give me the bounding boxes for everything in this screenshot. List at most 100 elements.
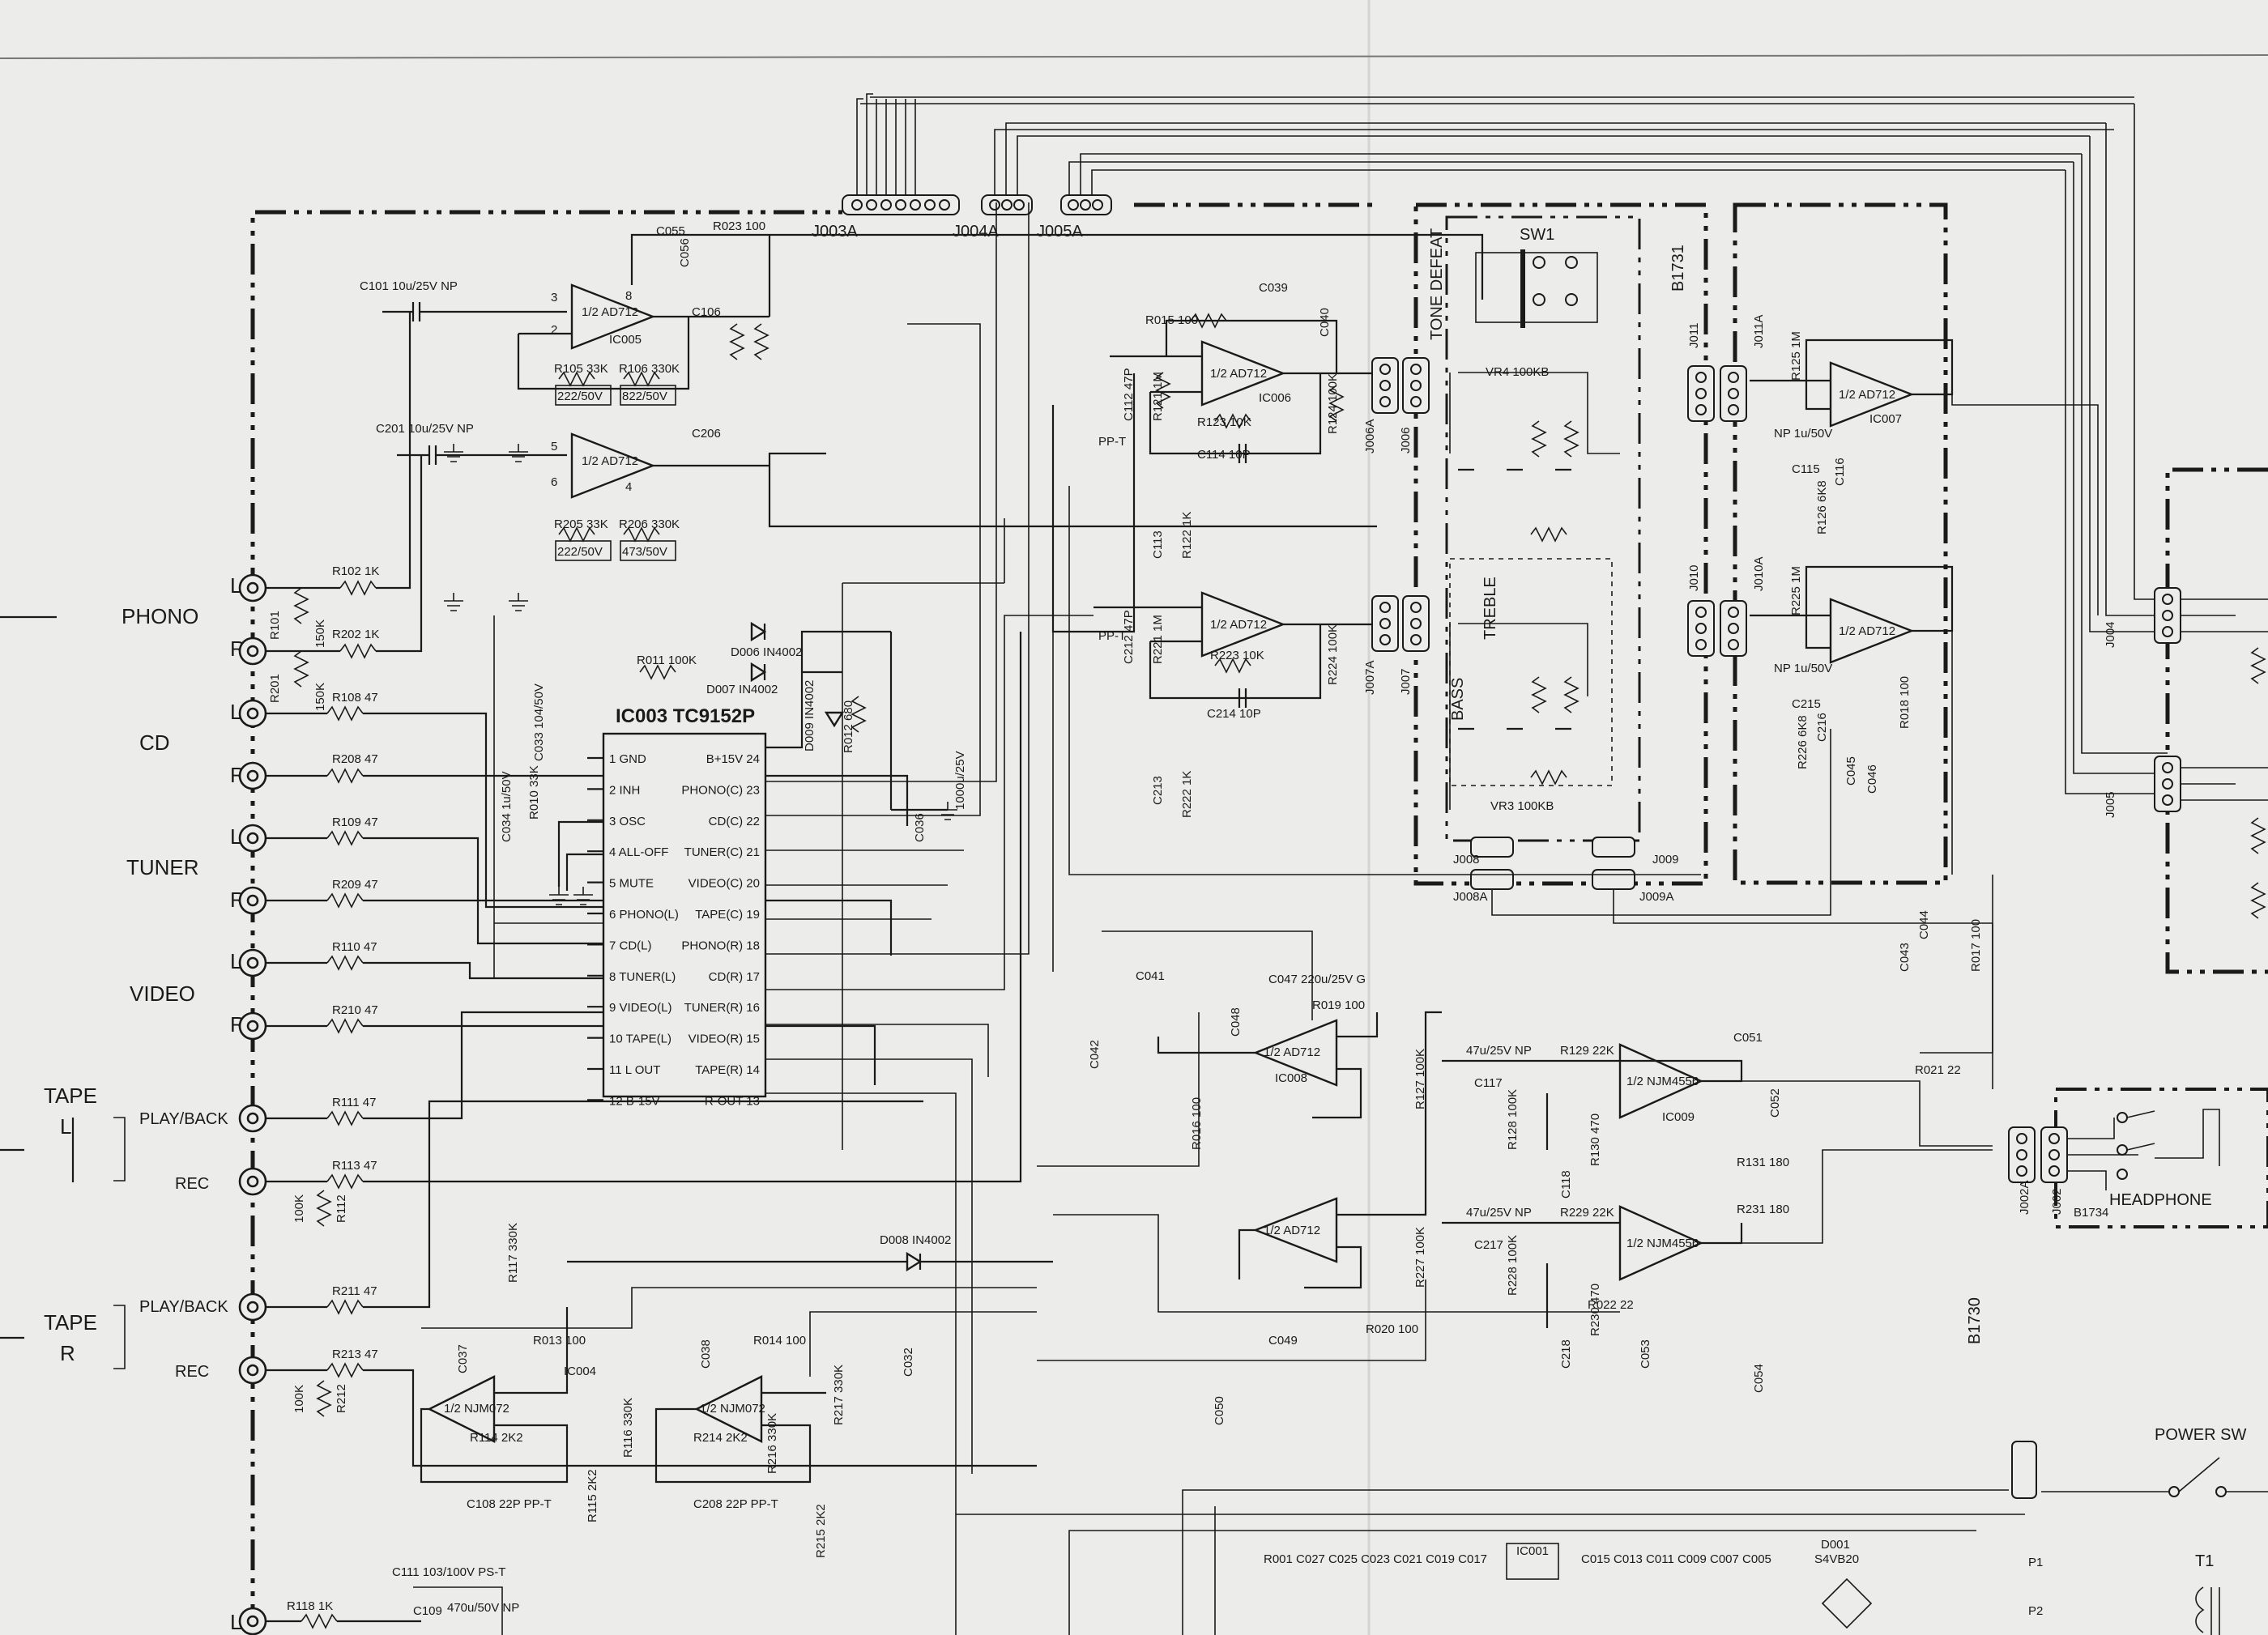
svg-text:J010: J010 (1687, 564, 1701, 591)
svg-text:R124 100K: R124 100K (1326, 373, 1340, 434)
svg-text:R012 680: R012 680 (842, 700, 855, 753)
svg-text:1/2 AD712: 1/2 AD712 (582, 454, 638, 468)
svg-text:C208 22P PP-T: C208 22P PP-T (693, 1497, 778, 1511)
svg-text:1/2 NJM4556: 1/2 NJM4556 (1626, 1237, 1699, 1250)
svg-text:R215 2K2: R215 2K2 (814, 1504, 828, 1558)
svg-text:47u/25V NP: 47u/25V NP (1466, 1206, 1532, 1220)
svg-text:C213: C213 (1151, 776, 1165, 805)
svg-text:C032: C032 (902, 1348, 915, 1377)
jack-phono-r (238, 637, 267, 666)
svg-text:R202 1K: R202 1K (332, 628, 379, 641)
ic003-pin-right: PHONO(R) 18 (681, 939, 760, 952)
svg-text:C109: C109 (413, 1604, 442, 1618)
ic003-pin-left: 8 TUNER(L) (609, 970, 676, 984)
svg-text:P1: P1 (2028, 1556, 2043, 1569)
svg-text:473/50V: 473/50V (622, 545, 667, 559)
svg-text:R122 1K: R122 1K (1180, 512, 1194, 559)
svg-text:R128 100K: R128 100K (1506, 1089, 1520, 1150)
svg-text:D009 IN4002: D009 IN4002 (803, 680, 816, 752)
svg-text:C051: C051 (1733, 1031, 1763, 1045)
svg-text:D007 IN4002: D007 IN4002 (706, 683, 778, 696)
opamp-ic009-b (1618, 1205, 1703, 1281)
svg-text:6: 6 (551, 475, 557, 489)
svg-text:R209 47: R209 47 (332, 878, 378, 892)
svg-text:TREBLE: TREBLE (1481, 577, 1499, 640)
svg-text:C216: C216 (1815, 713, 1829, 742)
tape-rec-buffers: 1/2 NJM072 IC004 1/2 NJM072 R117 330K R0… (392, 1223, 1053, 1635)
ic003-pin-right: TAPE(C) 19 (695, 908, 760, 922)
ic003-pin-right: TUNER(C) 21 (684, 845, 760, 859)
connector-j005a: J005A (1037, 194, 1112, 241)
ic003-pin-left: 1 GND (609, 752, 646, 766)
ic003-support: D006 IN4002 D007 IN4002 R011 100K D009 I… (493, 615, 967, 978)
svg-text:C044: C044 (1917, 910, 1931, 939)
signal-routing (765, 202, 1701, 1514)
svg-text:TONE DEFEAT: TONE DEFEAT (1428, 228, 1446, 340)
svg-text:2: 2 (551, 323, 557, 337)
svg-text:C042: C042 (1088, 1040, 1102, 1069)
svg-text:C212 47P: C212 47P (1122, 610, 1136, 664)
connectors-j004-j005: J004 J005 (2104, 587, 2268, 919)
svg-text:1/2 NJM4556: 1/2 NJM4556 (1626, 1075, 1699, 1088)
svg-text:B1730: B1730 (1966, 1297, 1984, 1344)
headphone-board-outline (2054, 1088, 2268, 1228)
svg-text:222/50V: 222/50V (557, 390, 603, 403)
svg-text:C047 220u/25V G: C047 220u/25V G (1268, 973, 1366, 986)
svg-text:R130 470: R130 470 (1588, 1113, 1602, 1166)
tone-board-outline (1413, 202, 1708, 886)
svg-text:R224 100K: R224 100K (1326, 624, 1340, 685)
svg-text:PP-T: PP-T (1098, 435, 1126, 449)
ic003-pin-right: VIDEO(C) 20 (688, 877, 760, 891)
svg-text:R226 6K8: R226 6K8 (1796, 715, 1810, 769)
ic003-pin-right: CD(R) 17 (709, 970, 760, 984)
switch-sw1 (1475, 252, 1598, 323)
svg-text:R208 47: R208 47 (332, 752, 378, 766)
ic003-title: IC003 TC9152P (616, 705, 755, 727)
svg-text:IC004: IC004 (564, 1365, 596, 1378)
svg-text:J007: J007 (1399, 668, 1413, 695)
svg-text:L: L (230, 1610, 241, 1634)
svg-text:R023 100: R023 100 (713, 219, 765, 233)
svg-text:R108 47: R108 47 (332, 691, 378, 705)
svg-text:R011 100K: R011 100K (637, 654, 697, 667)
svg-text:IC008: IC008 (1275, 1071, 1307, 1085)
label-tape-r: TAPE (44, 1310, 97, 1335)
svg-text:R022 22: R022 22 (1588, 1298, 1634, 1312)
ic003-pin-right: CD(C) 22 (709, 815, 760, 828)
svg-text:R127 100K: R127 100K (1413, 1049, 1427, 1109)
connectors-j006-j007: J006A J006 J007A J007 (1363, 357, 1430, 695)
svg-text:C116: C116 (1833, 458, 1847, 486)
svg-text:R105 33K: R105 33K (554, 362, 608, 376)
power-supply: R001 C027 C025 C023 C021 C019 C017 C015 … (955, 1426, 2268, 1635)
svg-text:J005: J005 (2104, 791, 2117, 818)
ic003-pin-left: 5 MUTE (609, 877, 654, 891)
svg-text:R216 330K: R216 330K (765, 1413, 779, 1474)
svg-text:R222 1K: R222 1K (1180, 771, 1194, 818)
svg-text:C015 C013 C011 C009 C007: C015 C013 C011 C009 C007 C005 (1581, 1552, 1771, 1566)
connector-j004a: J004A (953, 194, 1033, 241)
svg-text:R111 47: R111 47 (332, 1096, 377, 1109)
line-stage-l: 1/2 AD712 IC006 R015 100 C039 C040 R123 … (1051, 281, 1377, 633)
svg-text:R211 47: R211 47 (332, 1284, 377, 1298)
svg-text:822/50V: 822/50V (622, 390, 667, 403)
svg-text:J003A: J003A (812, 223, 858, 241)
svg-text:222/50V: 222/50V (557, 545, 603, 559)
svg-text:R: R (60, 1341, 75, 1365)
tone-inner-outline (1445, 215, 1641, 842)
svg-text:100K: 100K (292, 1194, 306, 1223)
opamp-ic004 (427, 1375, 496, 1443)
svg-text:R228 100K: R228 100K (1506, 1235, 1520, 1296)
opamp-ic008-b (1252, 1197, 1338, 1263)
svg-text:C112 47P: C112 47P (1122, 368, 1136, 421)
svg-text:1/2 AD712: 1/2 AD712 (1264, 1045, 1320, 1059)
jack-tape-r-play (238, 1292, 267, 1322)
svg-text:R102 1K: R102 1K (332, 564, 379, 578)
opamp-ic004-b (694, 1375, 763, 1443)
svg-text:1/2 NJM072: 1/2 NJM072 (444, 1402, 509, 1416)
svg-text:R206 330K: R206 330K (619, 517, 680, 531)
svg-text:NP 1u/50V: NP 1u/50V (1774, 427, 1832, 441)
label-headphone: HEADPHONE (2109, 1191, 2212, 1209)
svg-text:C038: C038 (699, 1339, 713, 1369)
svg-text:J009A: J009A (1639, 890, 1674, 904)
